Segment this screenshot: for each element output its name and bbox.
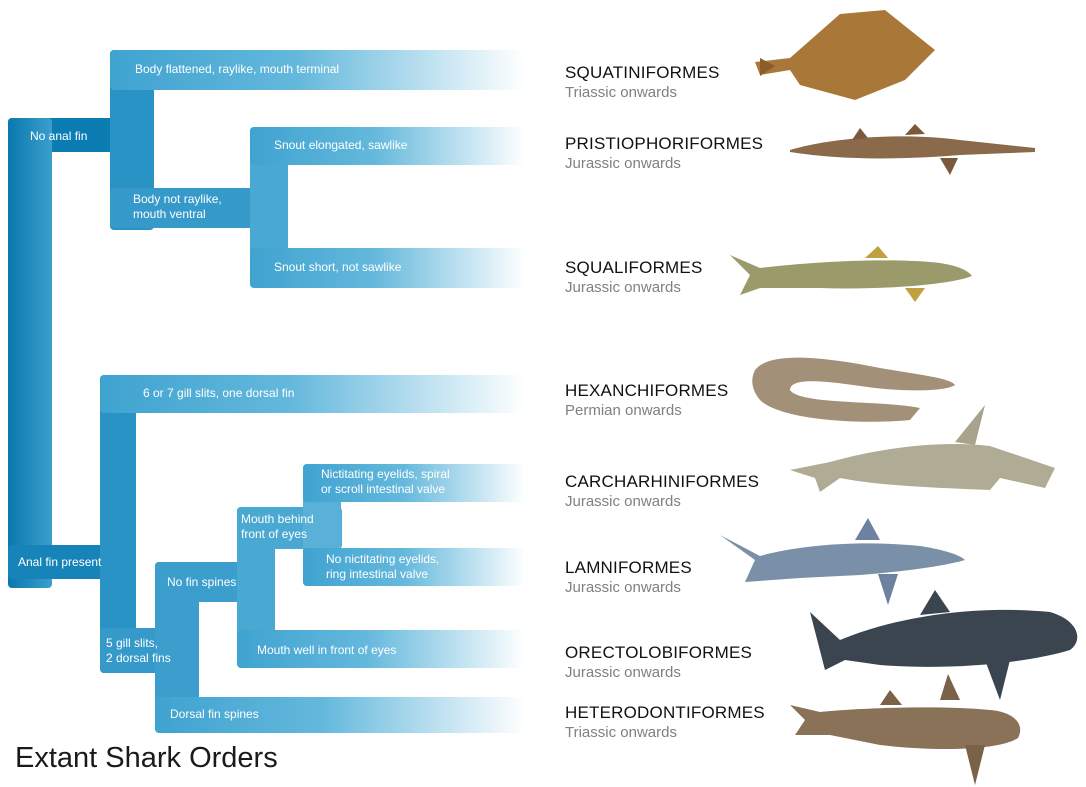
node-body-not-raylike: Body not raylike, mouth ventral [133, 192, 222, 222]
order-orectolobiformes: ORECTOLOBIFORMES Jurassic onwards [565, 642, 752, 683]
order-period: Jurassic onwards [565, 278, 702, 298]
node-mouth-behind: Mouth behind front of eyes [241, 512, 314, 542]
node-no-nictitating-line1: No nictitating eyelids, [326, 552, 439, 567]
branch-no-anal-fin [110, 50, 525, 288]
node-body-not-raylike-line1: Body not raylike, [133, 192, 222, 207]
node-gill-5-line1: 5 gill slits, [106, 636, 171, 651]
order-name: LAMNIFORMES [565, 557, 692, 578]
node-anal-fin-present: Anal fin present [18, 555, 101, 570]
order-name: SQUATINIFORMES [565, 62, 720, 83]
order-name: PRISTIOPHORIFORMES [565, 133, 763, 154]
sawshark-illustration [790, 124, 1035, 175]
diagram-title: Extant Shark Orders [15, 742, 278, 775]
node-no-anal-fin: No anal fin [30, 129, 87, 144]
order-period: Triassic onwards [565, 83, 720, 103]
node-nictitating-line1: Nictitating eyelids, spiral [321, 467, 450, 482]
node-snout-short: Snout short, not sawlike [274, 260, 401, 275]
node-body-flattened: Body flattened, raylike, mouth terminal [135, 62, 339, 77]
node-dorsal-fin-spines: Dorsal fin spines [170, 707, 259, 722]
order-pristiophoriformes: PRISTIOPHORIFORMES Jurassic onwards [565, 133, 763, 174]
dogfish-shark-illustration [730, 246, 972, 302]
node-mouth-behind-line2: front of eyes [241, 527, 314, 542]
order-lamniformes: LAMNIFORMES Jurassic onwards [565, 557, 692, 598]
frilled-shark-illustration [752, 358, 955, 422]
order-name: HEXANCHIFORMES [565, 380, 728, 401]
order-carcharhiniformes: CARCHARHINIFORMES Jurassic onwards [565, 471, 759, 512]
order-name: SQUALIFORMES [565, 257, 702, 278]
node-gill-6-7: 6 or 7 gill slits, one dorsal fin [143, 386, 294, 401]
node-no-nictitating-line2: ring intestinal valve [326, 567, 439, 582]
node-mouth-well-front: Mouth well in front of eyes [257, 643, 396, 658]
whale-shark-illustration [810, 590, 1077, 700]
order-squatiniformes: SQUATINIFORMES Triassic onwards [565, 62, 720, 103]
node-no-fin-spines: No fin spines [167, 575, 236, 590]
branch-anal-fin-present [100, 375, 525, 733]
node-nictitating-line2: or scroll intestinal valve [321, 482, 450, 497]
mako-shark-illustration [720, 518, 965, 605]
order-heterodontiformes: HETERODONTIFORMES Triassic onwards [565, 702, 765, 743]
horn-shark-illustration [790, 674, 1020, 785]
order-name: ORECTOLOBIFORMES [565, 642, 752, 663]
order-squaliformes: SQUALIFORMES Jurassic onwards [565, 257, 702, 298]
node-gill-5: 5 gill slits, 2 dorsal fins [106, 636, 171, 666]
order-hexanchiformes: HEXANCHIFORMES Permian onwards [565, 380, 728, 421]
order-period: Jurassic onwards [565, 492, 759, 512]
order-name: CARCHARHINIFORMES [565, 471, 759, 492]
order-period: Permian onwards [565, 401, 728, 421]
node-no-nictitating: No nictitating eyelids, ring intestinal … [326, 552, 439, 582]
node-nictitating: Nictitating eyelids, spiral or scroll in… [321, 467, 450, 497]
node-body-not-raylike-line2: mouth ventral [133, 207, 222, 222]
angel-shark-illustration [755, 10, 935, 100]
node-gill-5-line2: 2 dorsal fins [106, 651, 171, 666]
order-period: Jurassic onwards [565, 578, 692, 598]
order-period: Jurassic onwards [565, 154, 763, 174]
order-period: Triassic onwards [565, 723, 765, 743]
node-mouth-behind-line1: Mouth behind [241, 512, 314, 527]
order-period: Jurassic onwards [565, 663, 752, 683]
node-snout-elongated: Snout elongated, sawlike [274, 138, 407, 153]
order-name: HETERODONTIFORMES [565, 702, 765, 723]
